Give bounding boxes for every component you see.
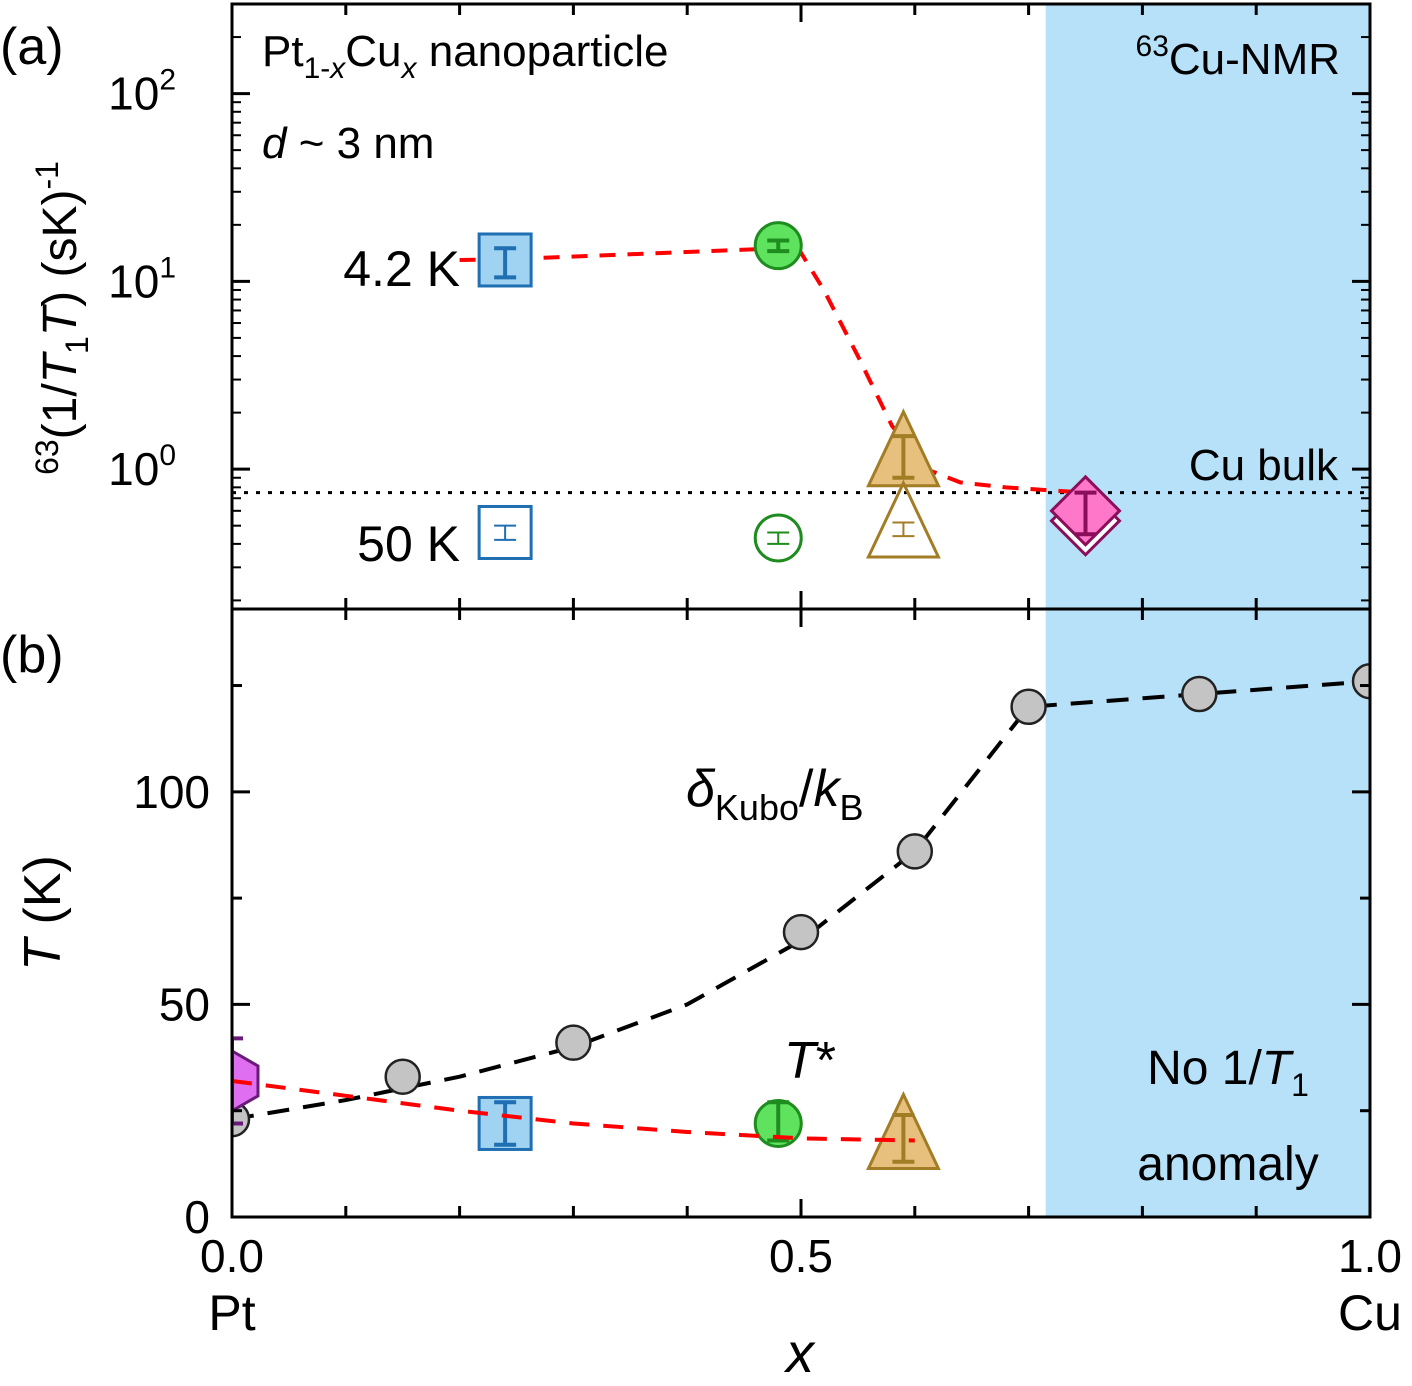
50k-triangle-marker [866, 479, 941, 559]
kubo-fit-line [232, 679, 1370, 1122]
size-label: d ~ 3 nm [262, 119, 434, 168]
kubo-data-point [1010, 688, 1047, 726]
y-tick-label-0: 0 [184, 1191, 210, 1243]
nmr-label: 63Cu-NMR [1136, 30, 1340, 84]
tstar-fit-line [232, 1078, 915, 1143]
label-50k: 50 K [357, 516, 460, 572]
panel-b-label: (b) [0, 626, 64, 684]
50k-square-marker [477, 504, 533, 560]
kubo-data-point [1181, 675, 1218, 713]
panel-a-y-axis-title: 63(1/T1T) (sK)-1 [29, 161, 95, 475]
x-end-label-cu: Cu [1338, 1285, 1402, 1341]
y-tick-label-100: 100 [133, 766, 210, 818]
label-4-2k: 4.2 K [343, 241, 460, 297]
kubo-label: δKubo/kB [686, 760, 863, 828]
kubo-data-point [782, 913, 820, 951]
kubo-data-point [1351, 663, 1370, 700]
no-anomaly-label-line1: No 1/T1 [1147, 1042, 1309, 1103]
50k-circle-marker [753, 513, 803, 563]
x-tick-label-0: 0.0 [200, 1230, 264, 1282]
x-axis-title: x [783, 1321, 816, 1384]
y-tick-label-1e0: 100 [108, 439, 176, 495]
x-end-label-pt: Pt [208, 1285, 255, 1341]
panel-a-fit-line [459, 246, 1086, 495]
y-tick-label-50: 50 [159, 978, 210, 1030]
x-tick-label-1-0: 1.0 [1338, 1230, 1402, 1282]
no-anomaly-label-line2: anomaly [1137, 1138, 1318, 1191]
sample-title: Pt1-xCux nanoparticle [262, 27, 668, 85]
x-tick-label-0-5: 0.5 [769, 1230, 833, 1282]
y-tick-label-1e1: 101 [108, 251, 176, 307]
cu-bulk-label: Cu bulk [1189, 441, 1339, 490]
panel-b-y-axis-title: T (K) [14, 855, 72, 971]
kubo-data-point [896, 833, 934, 870]
kubo-data-point [555, 1024, 592, 1061]
no-anomaly-shaded-region [1045, 609, 1370, 1217]
y-tick-label-1e2: 102 [108, 64, 176, 120]
tstar-label: T* [784, 1032, 836, 1090]
panel-a-label: (a) [0, 18, 64, 76]
kubo-data-point [384, 1058, 421, 1095]
panel-a-y-tick-labels: 100 101 102 [108, 64, 176, 496]
